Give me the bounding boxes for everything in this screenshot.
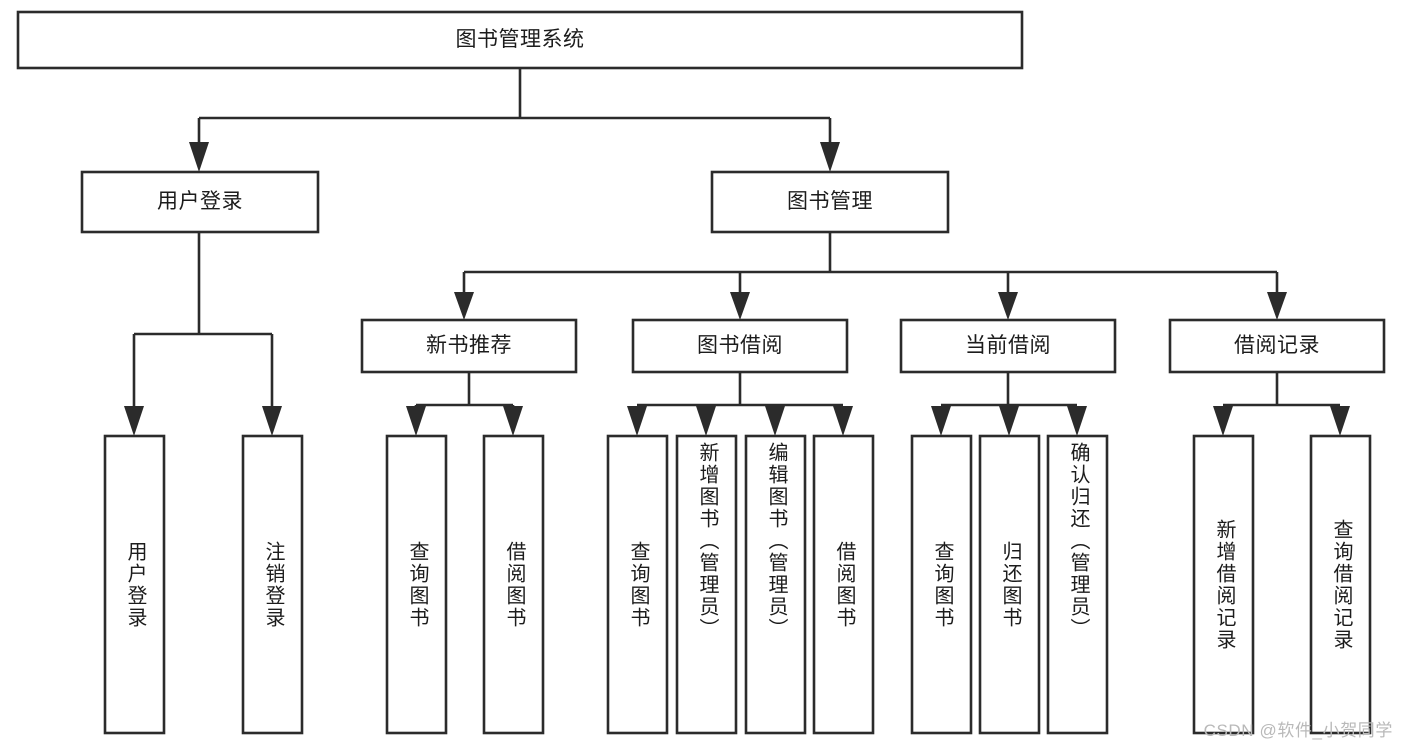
arrow-to-bb-leaf-4	[833, 406, 853, 436]
arrow-to-book-manage	[820, 142, 840, 172]
node-leaf-cb-confirm-return[interactable]	[1046, 434, 1109, 735]
arrow-to-nbr-leaf-1	[406, 406, 426, 436]
arrow-to-book-borrow	[730, 292, 750, 320]
arrow-to-br-leaf-1	[1213, 406, 1233, 436]
node-leaf-user-login[interactable]	[103, 434, 166, 735]
node-leaf-bb-borrow-book[interactable]	[812, 434, 875, 735]
arrow-to-user-login	[189, 142, 209, 172]
node-leaf-bb-add-book[interactable]	[675, 434, 738, 735]
arrow-to-br-leaf-2	[1330, 406, 1350, 436]
arrow-to-borrow-record	[1267, 292, 1287, 320]
arrow-to-leaf-user-login	[124, 406, 144, 436]
node-leaf-nbr-borrow-book[interactable]	[482, 434, 545, 735]
node-leaf-cb-return-book[interactable]	[978, 434, 1041, 735]
node-book-manage[interactable]	[710, 170, 950, 234]
node-leaf-bb-query-book[interactable]	[606, 434, 669, 735]
node-leaf-br-query-record[interactable]	[1309, 434, 1372, 735]
arrow-to-bb-leaf-1	[627, 406, 647, 436]
node-user-login[interactable]	[80, 170, 320, 234]
arrow-to-cb-leaf-1	[931, 406, 951, 436]
arrow-to-nbr-leaf-2	[503, 406, 523, 436]
arrow-to-cb-leaf-3	[1067, 406, 1087, 436]
node-leaf-bb-edit-book[interactable]	[744, 434, 807, 735]
node-root-system[interactable]	[16, 10, 1024, 70]
node-current-borrow[interactable]	[899, 318, 1117, 374]
arrow-to-leaf-logout	[262, 406, 282, 436]
arrow-to-current-borrow	[998, 292, 1018, 320]
arrow-to-bb-leaf-3	[765, 406, 785, 436]
arrow-to-new-book-recommend	[454, 292, 474, 320]
node-leaf-nbr-query-book[interactable]	[385, 434, 448, 735]
node-new-book-recommend[interactable]	[360, 318, 578, 374]
arrow-to-cb-leaf-2	[999, 406, 1019, 436]
node-leaf-br-add-record[interactable]	[1192, 434, 1255, 735]
node-leaf-logout[interactable]	[241, 434, 304, 735]
node-book-borrow[interactable]	[631, 318, 849, 374]
node-borrow-record[interactable]	[1168, 318, 1386, 374]
node-leaf-cb-query-book[interactable]	[910, 434, 973, 735]
arrow-to-bb-leaf-2	[696, 406, 716, 436]
